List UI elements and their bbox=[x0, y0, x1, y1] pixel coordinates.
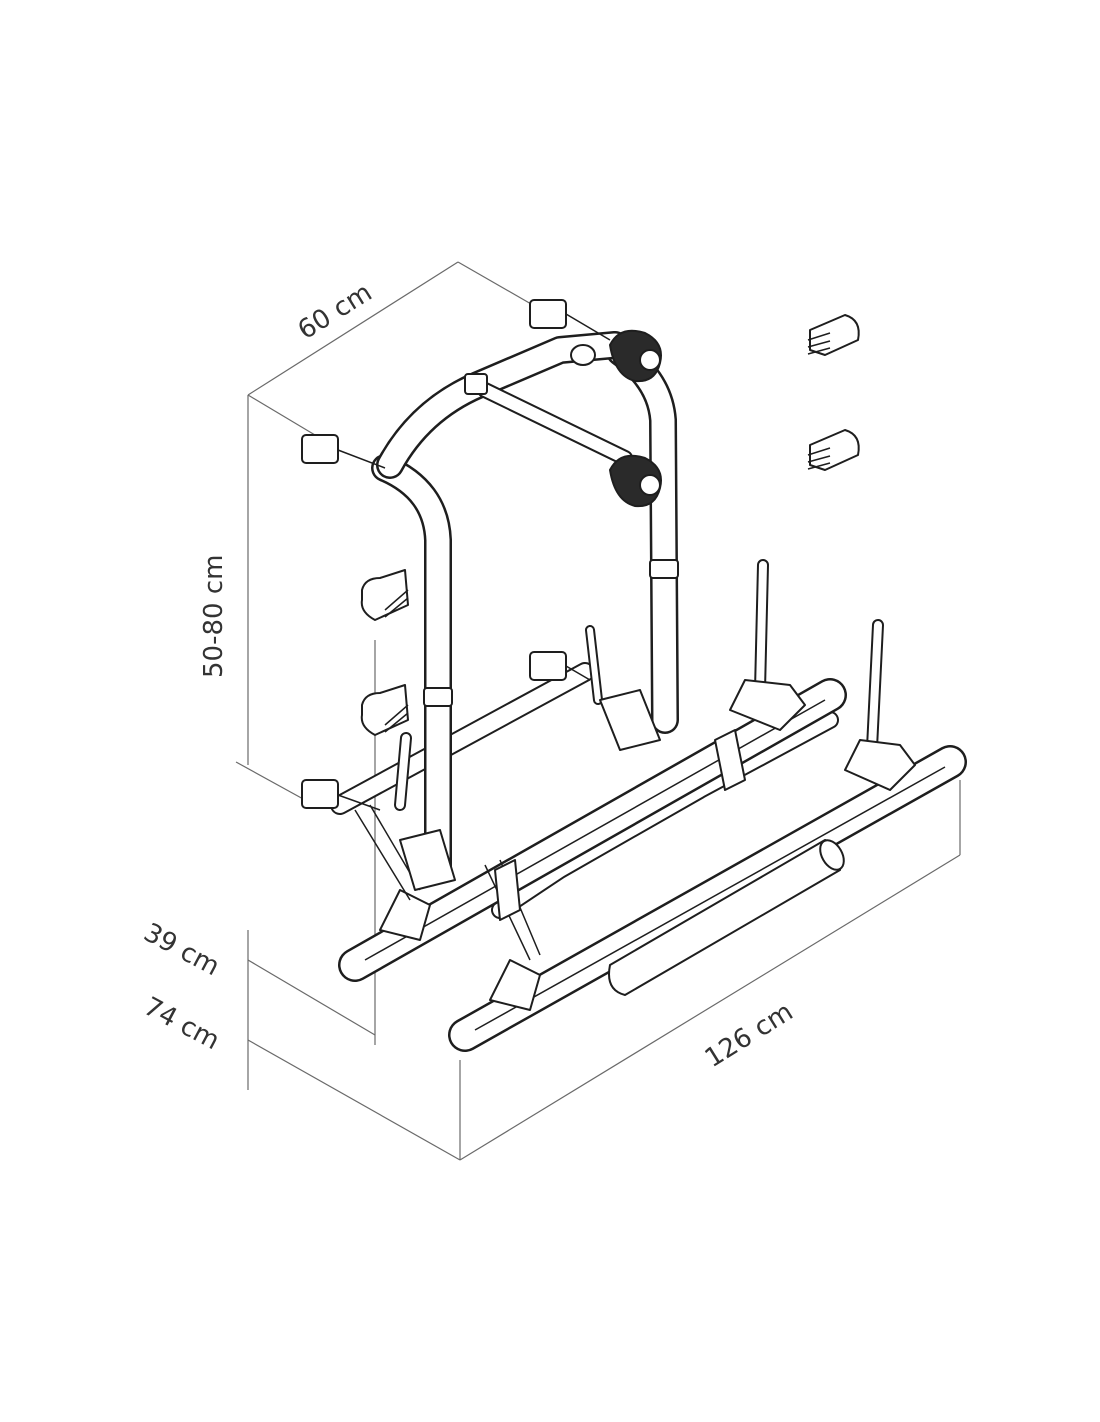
wheel-holders bbox=[354, 679, 916, 1011]
upright-frame bbox=[371, 331, 679, 884]
depth-label: 60 cm bbox=[293, 278, 378, 346]
dimension-lines bbox=[235, 261, 961, 1161]
end-cap-icon bbox=[807, 429, 860, 471]
width-label: 126 cm bbox=[700, 997, 799, 1074]
clamp-lower-left bbox=[301, 779, 339, 809]
wall-clamps bbox=[301, 299, 611, 811]
lower-frame bbox=[330, 662, 839, 919]
lower-height-label: 74 cm bbox=[139, 992, 225, 1057]
end-cap-icon bbox=[360, 684, 409, 736]
frame-holders bbox=[570, 329, 662, 508]
end-cap-icon bbox=[360, 569, 409, 621]
clamp-lower-right bbox=[529, 651, 567, 681]
clamp-upper-left bbox=[301, 434, 339, 464]
end-cap-icon bbox=[807, 314, 860, 356]
wheel-posts bbox=[394, 559, 884, 811]
end-caps bbox=[360, 314, 860, 736]
height-range-label: 50-80 cm bbox=[199, 555, 229, 678]
clamp-upper-right bbox=[529, 299, 567, 329]
storage-tube bbox=[608, 839, 845, 996]
lower-offset-label: 39 cm bbox=[139, 918, 225, 983]
wheel-rails bbox=[338, 678, 967, 1052]
